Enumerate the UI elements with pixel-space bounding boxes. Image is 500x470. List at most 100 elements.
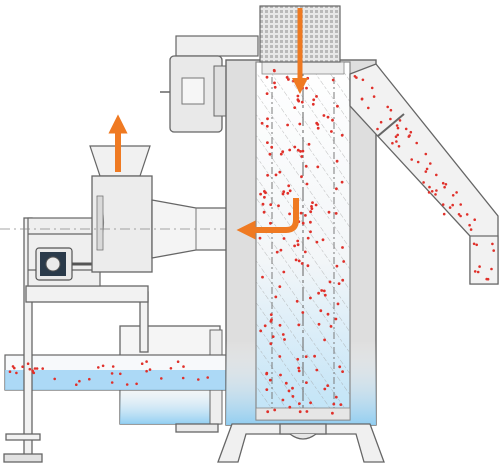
particle <box>300 100 304 104</box>
rotor-drive-motor <box>160 35 259 133</box>
particle <box>424 170 428 173</box>
particle <box>277 204 280 208</box>
particle <box>303 250 307 254</box>
particle <box>135 382 138 386</box>
air-return-arrow <box>236 198 299 240</box>
particle <box>472 242 476 246</box>
particle <box>78 379 81 383</box>
air-flow-arrows <box>108 8 309 240</box>
particle <box>389 117 392 121</box>
particle <box>287 78 290 81</box>
particle <box>296 148 300 152</box>
particle <box>295 299 299 303</box>
particle <box>269 313 273 316</box>
particle <box>398 119 402 122</box>
particle <box>340 133 344 137</box>
particle <box>287 184 291 188</box>
particle <box>457 213 461 216</box>
particle <box>293 106 297 109</box>
particle <box>288 212 291 216</box>
particle <box>329 325 333 328</box>
particle <box>269 342 273 346</box>
particle <box>306 264 310 268</box>
particle <box>75 383 78 387</box>
particle <box>322 289 326 293</box>
particle <box>304 214 307 217</box>
particle <box>282 190 286 194</box>
particle <box>263 324 267 328</box>
particle <box>448 206 452 209</box>
particle <box>323 293 327 297</box>
particle <box>282 270 286 274</box>
particle <box>428 185 431 189</box>
particle <box>176 360 180 364</box>
particle <box>386 105 390 109</box>
particle <box>407 135 411 138</box>
particle <box>140 362 144 366</box>
particle <box>478 265 481 268</box>
particle <box>315 95 318 98</box>
particle <box>110 381 114 384</box>
particle <box>259 192 262 196</box>
particle <box>339 403 343 406</box>
particle <box>355 76 358 79</box>
particle <box>315 121 319 125</box>
particle <box>279 373 282 377</box>
particle <box>181 376 185 380</box>
particle <box>394 135 398 138</box>
particle <box>288 189 292 193</box>
particle <box>468 223 471 227</box>
fan-motor <box>35 247 96 281</box>
particle <box>305 381 308 384</box>
particle <box>145 360 148 363</box>
particle <box>286 191 290 195</box>
particle <box>259 329 263 333</box>
particle <box>297 259 301 263</box>
particle <box>319 309 323 313</box>
particle <box>396 126 400 130</box>
particle <box>265 124 269 128</box>
particle <box>465 213 469 216</box>
particle <box>340 180 344 184</box>
particle <box>273 85 277 89</box>
particle <box>125 383 129 386</box>
particle <box>278 323 282 327</box>
particle <box>331 118 334 122</box>
particle <box>101 364 105 368</box>
particle <box>160 377 163 380</box>
particle <box>444 183 448 186</box>
particle <box>268 378 272 382</box>
particle <box>274 173 278 177</box>
particle <box>331 78 335 82</box>
particle <box>35 367 39 370</box>
feed-pipe <box>4 354 236 391</box>
particle <box>145 369 148 373</box>
particle <box>278 285 282 288</box>
particle <box>305 410 309 413</box>
particle <box>271 335 275 338</box>
particle <box>335 159 339 163</box>
particle <box>327 210 331 214</box>
particle <box>434 193 437 196</box>
particle <box>273 81 276 85</box>
particle <box>332 402 336 406</box>
particle <box>266 117 269 121</box>
particle <box>278 170 282 174</box>
particle <box>301 311 305 314</box>
particle <box>397 145 401 148</box>
particle <box>310 205 313 208</box>
particle <box>296 94 300 98</box>
particle <box>292 79 295 83</box>
particle <box>370 86 374 90</box>
particle <box>301 149 305 153</box>
particle <box>111 365 115 368</box>
particle <box>269 221 272 225</box>
particle <box>376 127 379 131</box>
particle <box>88 377 91 381</box>
particle <box>293 244 296 248</box>
particle <box>422 181 425 184</box>
particle <box>326 115 330 119</box>
particle <box>317 322 321 326</box>
particle <box>313 354 316 358</box>
particle <box>415 141 419 145</box>
